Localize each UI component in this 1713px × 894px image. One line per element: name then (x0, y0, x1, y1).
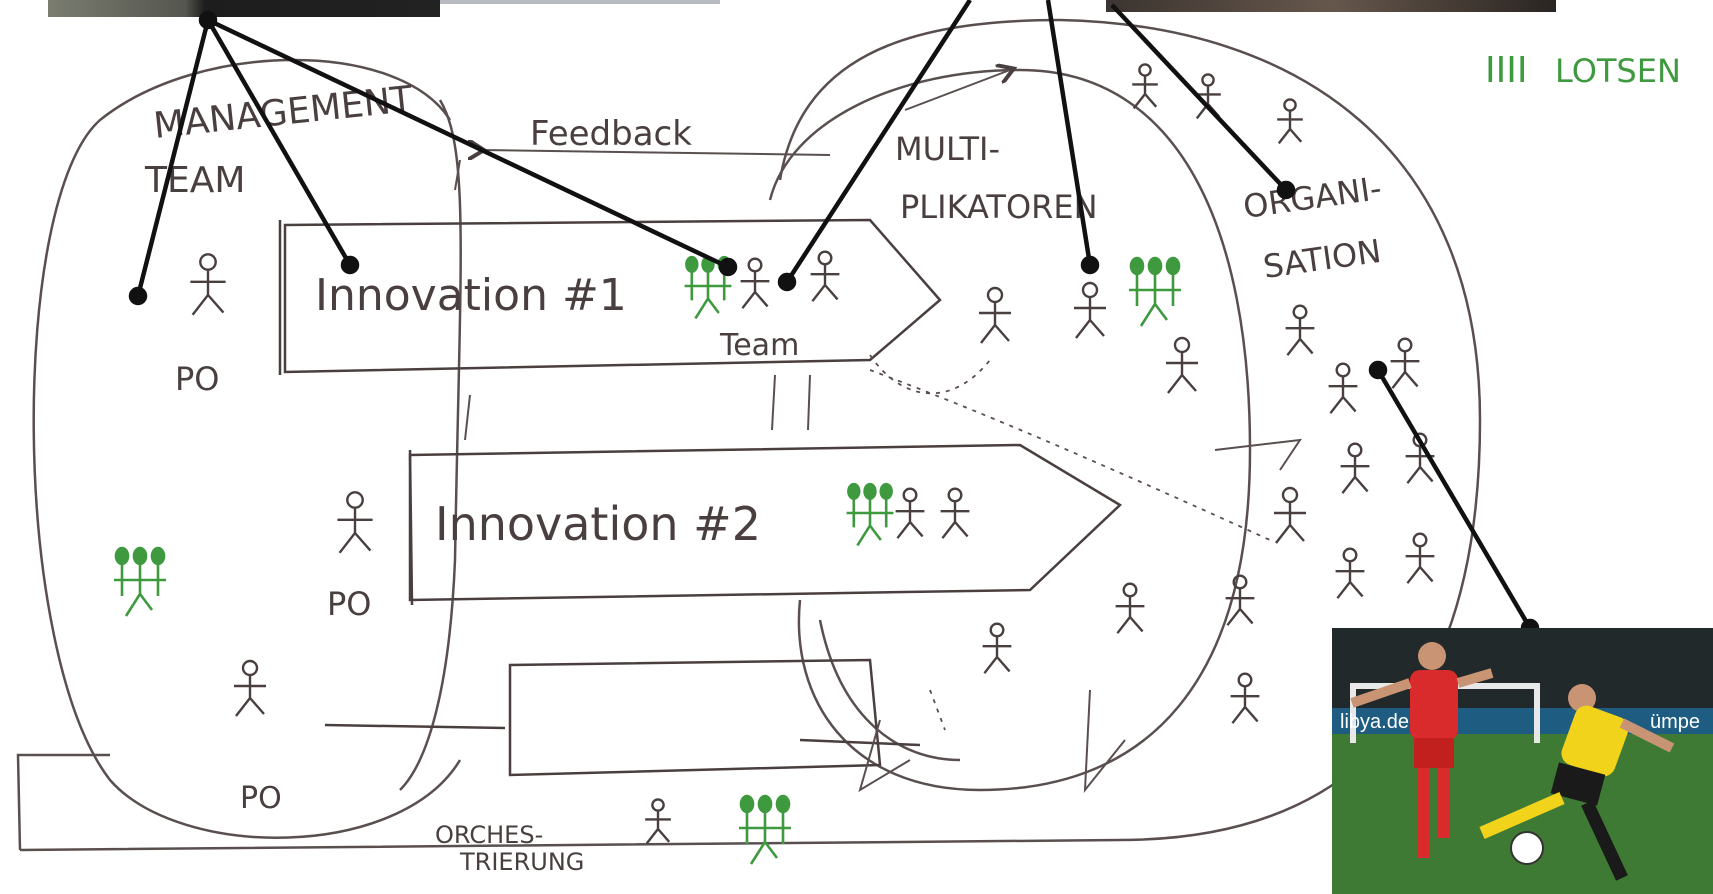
stick-figure (1132, 63, 1158, 110)
left-loop-inner (399, 99, 462, 791)
organisation-label-1: ORGANI- (1241, 169, 1384, 226)
stick-figure (1328, 362, 1358, 414)
stick-figure (740, 257, 770, 309)
organisation-label-2: SATION (1261, 232, 1384, 286)
photo-top-left-strip (440, 0, 720, 4)
stick-figure (1074, 281, 1106, 339)
stick-figure (1230, 672, 1260, 724)
multiplikatoren-label-1: MULTI- (895, 130, 1000, 168)
stick-figure (810, 250, 840, 302)
stick-figure (337, 491, 373, 554)
stick-figure (979, 286, 1011, 344)
innovation-2-label: Innovation #2 (435, 497, 761, 551)
stick-figure (1390, 337, 1420, 389)
po-label-3: PO (240, 781, 282, 816)
pilot-group-figure (739, 794, 791, 865)
ad-board-text: libya.de (1340, 711, 1409, 733)
bottom-return (16, 753, 110, 851)
stick-figure (1340, 442, 1370, 494)
outer-loops (16, 18, 1482, 852)
management-team-label: TEAM (144, 160, 245, 201)
stick-figure (190, 253, 226, 316)
ad-board-text-2: ümpe (1650, 711, 1700, 733)
feedback-line (454, 150, 831, 191)
innovation-1-label: Innovation #1 (315, 270, 627, 321)
stick-figure (1195, 73, 1221, 120)
innovation-3-box (324, 658, 921, 777)
stick-figure (940, 487, 970, 539)
stick-figure (1277, 98, 1303, 145)
pointer-lines (128, 0, 1540, 638)
orchestrierung-label-1: ORCHES- (435, 821, 543, 849)
stick-figure (1335, 547, 1365, 599)
stick-figure (1225, 574, 1255, 626)
stick-figure (1405, 532, 1435, 584)
photo-top-right (1106, 0, 1556, 12)
stick-figure (982, 622, 1012, 674)
photo-top-left (48, 0, 440, 17)
pilot-group-figure (114, 546, 166, 617)
stick-figure (1274, 486, 1306, 544)
feedback-label: Feedback (530, 114, 692, 154)
po-label-2: PO (327, 585, 371, 623)
stick-figure (1405, 432, 1435, 484)
team-label: Team (719, 328, 799, 363)
connector-strokes (464, 70, 1303, 794)
innovation-1-arrow (278, 218, 942, 375)
right-loop (19, 18, 1482, 852)
innovation-2-arrow (408, 443, 1123, 606)
stick-figure (895, 487, 925, 539)
pilot-groups (114, 255, 1181, 865)
multiplikatoren-label-2: PLIKATOREN (900, 188, 1098, 226)
mid-loop-inner (818, 619, 961, 762)
stick-figure (1115, 582, 1145, 634)
legend-tally: IIII (1485, 50, 1527, 91)
po-label-1: PO (175, 360, 219, 398)
stick-figures (190, 63, 1435, 845)
stick-figure (234, 659, 266, 717)
dotted-paths (869, 354, 1271, 731)
stick-figure (1285, 304, 1315, 356)
left-loop (32, 58, 462, 839)
photo-soccer-players: libya.de ümpe (1332, 628, 1713, 894)
pilot-group-figure (1129, 256, 1181, 327)
legend-lotsen-label: LOTSEN (1555, 52, 1681, 90)
orchestrierung-label-2: TRIERUNG (459, 848, 584, 876)
pilot-group-figure (846, 482, 894, 547)
stick-figure (645, 798, 671, 845)
stick-figure (1166, 336, 1198, 394)
middle-loop (768, 68, 1252, 792)
